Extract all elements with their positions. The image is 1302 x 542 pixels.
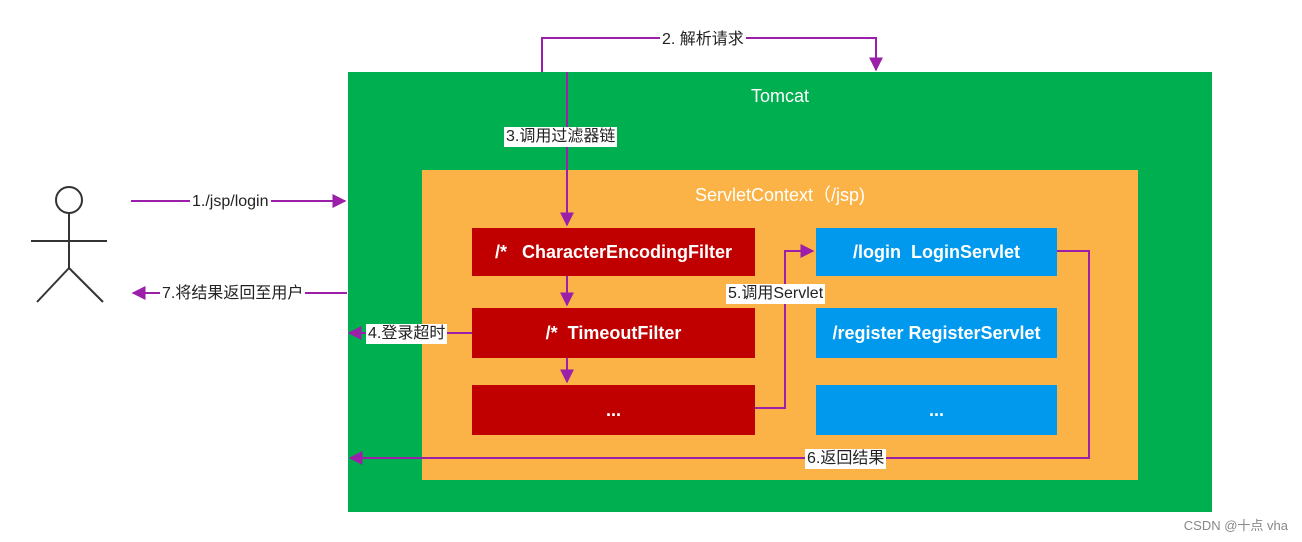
filter-character-encoding: /* CharacterEncodingFilter [472,228,755,276]
user-actor-icon [31,186,107,303]
filter-timeout: /* TimeoutFilter [472,308,755,358]
step-6-label: 6.返回结果 [805,449,887,469]
step-3-label: 3.调用过滤器链 [504,127,618,147]
servlet-register: /register RegisterServlet [816,308,1057,358]
arrow-call-servlet [755,244,815,409]
filter-more: ... [472,385,755,435]
servlet-context-title: ServletContext（/jsp) [694,185,866,205]
step-5-label: 5.调用Servlet [726,284,826,304]
step-7-label: 7.将结果返回至用户 [160,284,306,304]
step-2-label: 2. 解析请求 [660,30,746,50]
arrow-return-result [348,250,1090,465]
tomcat-title: Tomcat [750,86,810,106]
servlet-login: /login LoginServlet [816,228,1057,276]
servlet-more: ... [816,385,1057,435]
step-1-label: 1./jsp/login [190,192,271,212]
watermark: CSDN @十点 vha [1183,518,1288,533]
step-4-label: 4.登录超时 [366,324,448,344]
